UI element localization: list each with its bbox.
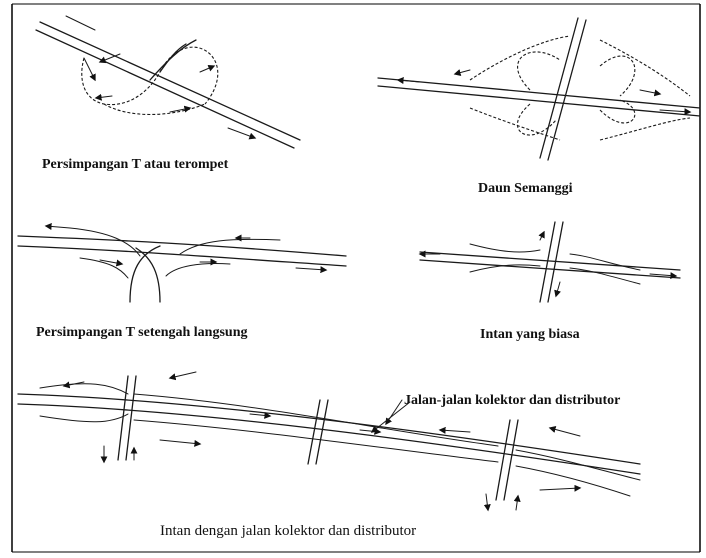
annotation-collector-distributor: Jalan-jalan kolektor dan distributor [404,394,620,408]
caption-trumpet: Persimpangan T atau terompet [42,158,228,172]
caption-cloverleaf: Daun Semanggi [478,182,573,196]
cloverleaf-diagram [378,18,700,160]
caption-collector-distributor: Intan dengan jalan kolektor dan distribu… [160,524,416,539]
caption-diamond: Intan yang biasa [480,328,580,342]
caption-semi-direct-t: Persimpangan T setengah langsung [36,326,247,340]
semi-direct-t-diagram [18,226,346,302]
figure-frame [12,4,700,552]
trumpet-diagram [36,16,300,148]
diamond-diagram [420,222,680,302]
